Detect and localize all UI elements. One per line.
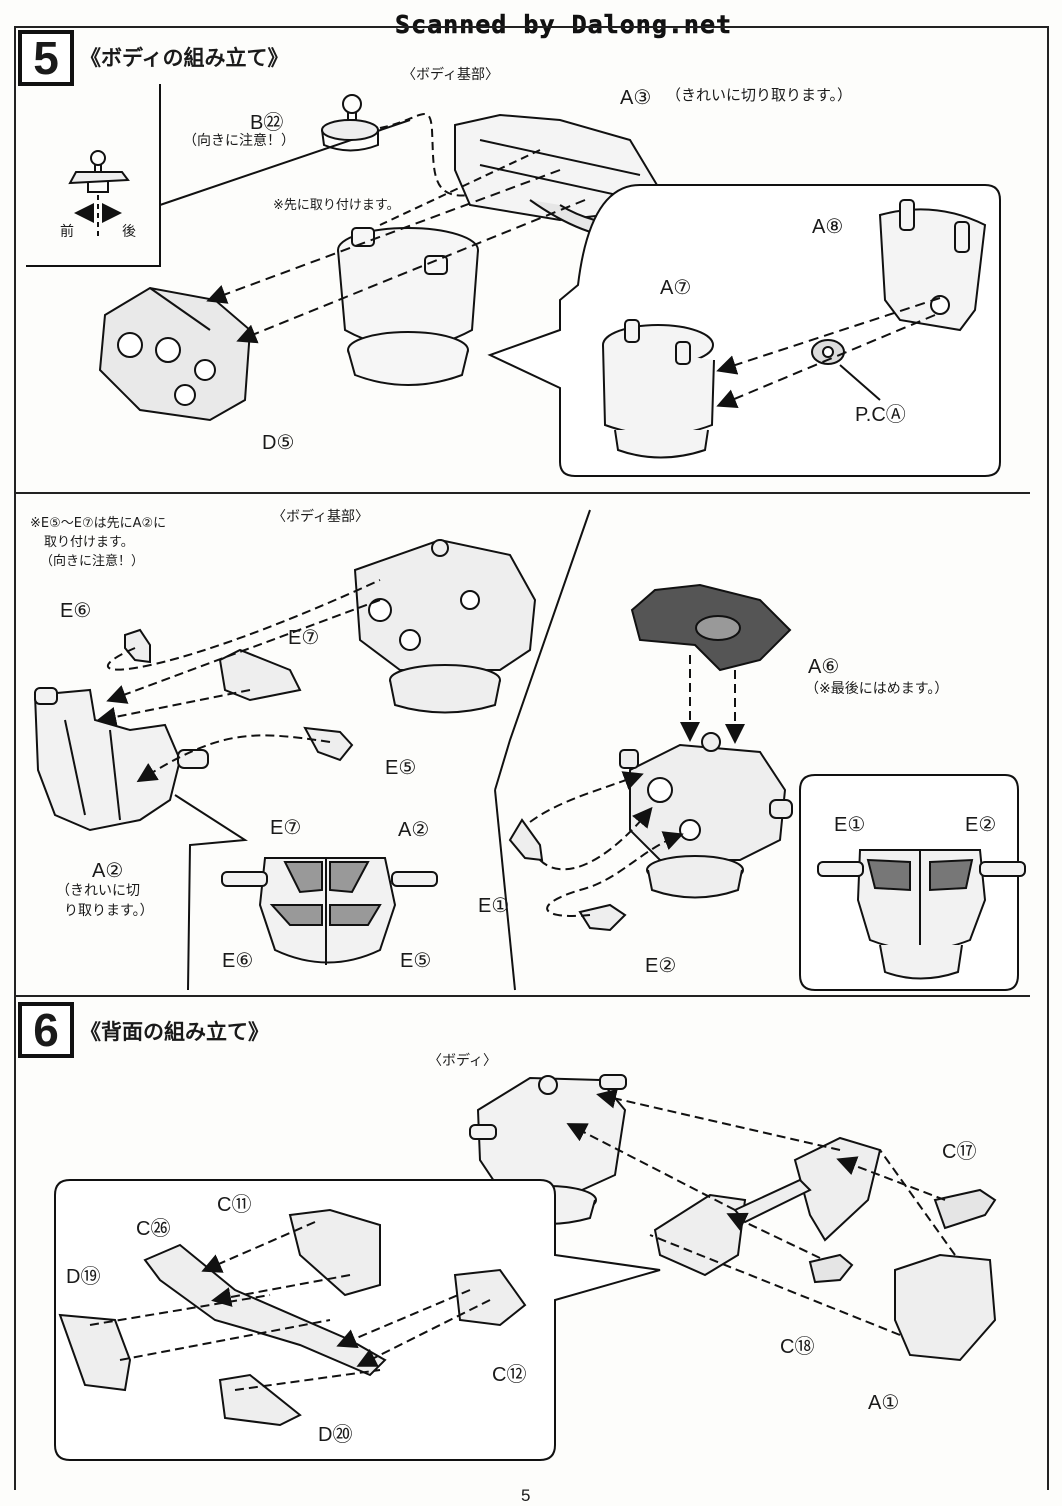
step5-number: 5 (18, 30, 74, 86)
part-a2 (33, 687, 209, 832)
label-detail-a2: A② (398, 819, 430, 841)
watermark: Scanned by Dalong.net (395, 10, 733, 40)
part-body-base-assembled (353, 538, 537, 714)
divider-step5-mid (14, 492, 1030, 494)
label-a3-note: （きれいに切り取ります。） (666, 86, 853, 104)
label-e6: E⑥ (60, 600, 92, 622)
label-a7: A⑦ (660, 277, 692, 299)
inset-back-parts (54, 1179, 661, 1461)
label-c18: C⑱ (780, 1336, 815, 1358)
note-e5-e7-line3: （向きに注意！） (40, 554, 145, 569)
label-detail-right-e1: E① (834, 814, 866, 836)
part-c26 (143, 1243, 387, 1377)
part-body-base (337, 227, 479, 386)
label-c26: C㉖ (136, 1218, 171, 1240)
label-a6-note: （※最後にはめます。） (805, 681, 949, 697)
part-d5 (98, 286, 252, 422)
label-a1: A① (868, 1392, 900, 1414)
label-detail-e6: E⑥ (222, 950, 254, 972)
part-pca (811, 339, 845, 365)
divider-step6 (14, 995, 1030, 997)
label-b22: B㉒ (250, 112, 284, 134)
part-a1 (894, 1253, 997, 1362)
label-a2-note-1: （きれいに切 (56, 883, 140, 899)
label-e2: E② (645, 955, 677, 977)
label-c17: C⑰ (942, 1141, 977, 1163)
callout-a2-detail (174, 794, 248, 991)
part-a7 (602, 319, 715, 459)
label-e7: E⑦ (288, 627, 320, 649)
label-a2: A② (92, 860, 124, 882)
orientation-inset-border (26, 84, 161, 267)
label-pca: P.CⒶ (855, 404, 906, 426)
label-e5: E⑤ (385, 757, 417, 779)
orientation-joint-icon (68, 150, 130, 240)
part-a8 (878, 199, 987, 332)
part-c17 (933, 1188, 997, 1230)
label-detail-right-e2: E② (965, 814, 997, 836)
label-b22-note: （向きに注意！） (183, 133, 295, 149)
label-detail-e5: E⑤ (400, 950, 432, 972)
label-d20: D⑳ (318, 1424, 353, 1446)
part-e2 (578, 903, 627, 932)
part-e6 (124, 628, 151, 664)
label-body-base-lower: 〈ボディ基部〉 (272, 509, 370, 525)
note-e5-e7-line2: 取り付けます。 (44, 535, 134, 550)
step6-number: 6 (18, 1002, 74, 1058)
part-d20 (218, 1373, 302, 1427)
divider-diagonal-left-2 (494, 789, 516, 991)
part-c11 (288, 1208, 381, 1297)
label-a2-note-2: り取ります。） (64, 903, 154, 919)
label-c11: C⑪ (217, 1194, 252, 1216)
note-e5-e7-line1: ※E⑤～E⑦は先にA②に (30, 516, 167, 531)
label-body: 〈ボディ〉 (428, 1053, 498, 1069)
label-a3: A③ (620, 87, 652, 109)
label-e1: E① (478, 895, 510, 917)
label-c12: C⑫ (492, 1364, 527, 1386)
part-e1 (508, 818, 544, 862)
label-back: 後 (122, 224, 136, 240)
divider-diagonal-left (494, 509, 591, 791)
label-d19: D⑲ (66, 1266, 101, 1288)
part-back-frame (653, 1136, 882, 1277)
label-d5: D⑤ (262, 432, 295, 454)
detail-a2-assembled (221, 857, 438, 965)
label-detail-e7: E⑦ (270, 817, 302, 839)
step6-title: 《背面の組み立て》 (80, 1020, 269, 1044)
label-attach-first: ※先に取り付けます。 (273, 198, 400, 213)
label-a6: A⑥ (808, 656, 840, 678)
part-torso-assembled (619, 732, 793, 899)
step5-title: 《ボディの組み立て》 (80, 46, 289, 70)
page-frame (14, 26, 1049, 1490)
page-number: 5 (521, 1486, 531, 1505)
part-d19 (58, 1313, 132, 1392)
label-body-base-upper: 〈ボディ基部〉 (402, 67, 500, 83)
part-c18 (808, 1253, 854, 1284)
label-front: 前 (60, 224, 74, 240)
dashed-guide-b22 (379, 113, 471, 197)
part-c12 (453, 1268, 527, 1327)
part-e7 (218, 648, 302, 702)
label-a8: A⑧ (812, 216, 844, 238)
detail-torso-e1-e2 (817, 849, 1026, 980)
part-e5 (303, 726, 354, 762)
part-b22 (321, 94, 379, 152)
